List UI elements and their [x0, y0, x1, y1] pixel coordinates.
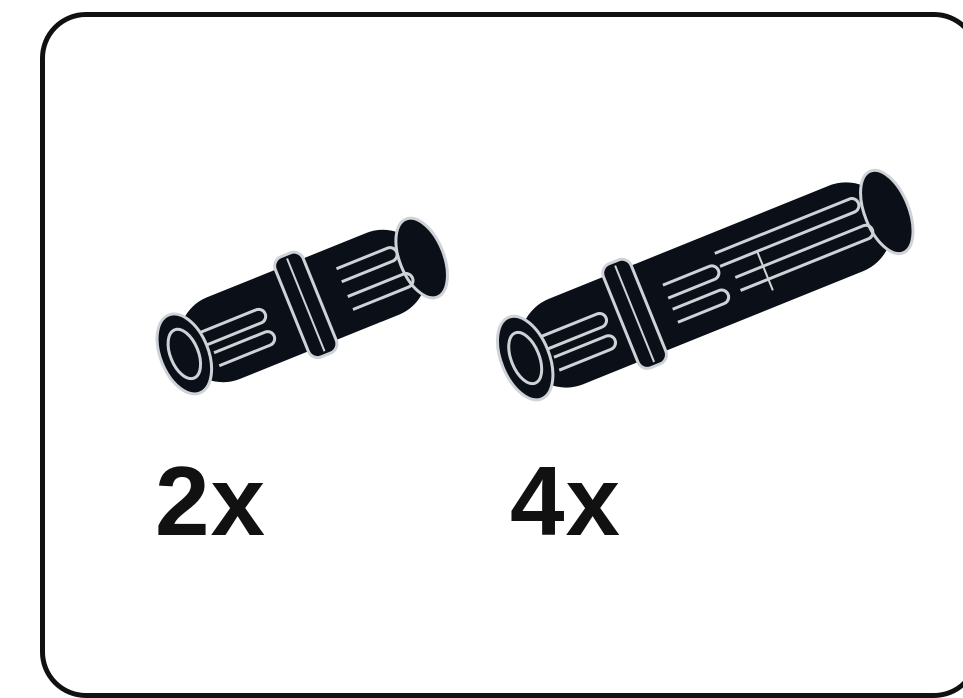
quantity-label-short-pin: 2x	[155, 446, 267, 556]
quantity-label-long-pin: 4x	[510, 446, 622, 556]
parts-illustration	[155, 168, 915, 402]
pin-short-icon	[155, 216, 449, 396]
pin-long-icon	[496, 168, 915, 402]
